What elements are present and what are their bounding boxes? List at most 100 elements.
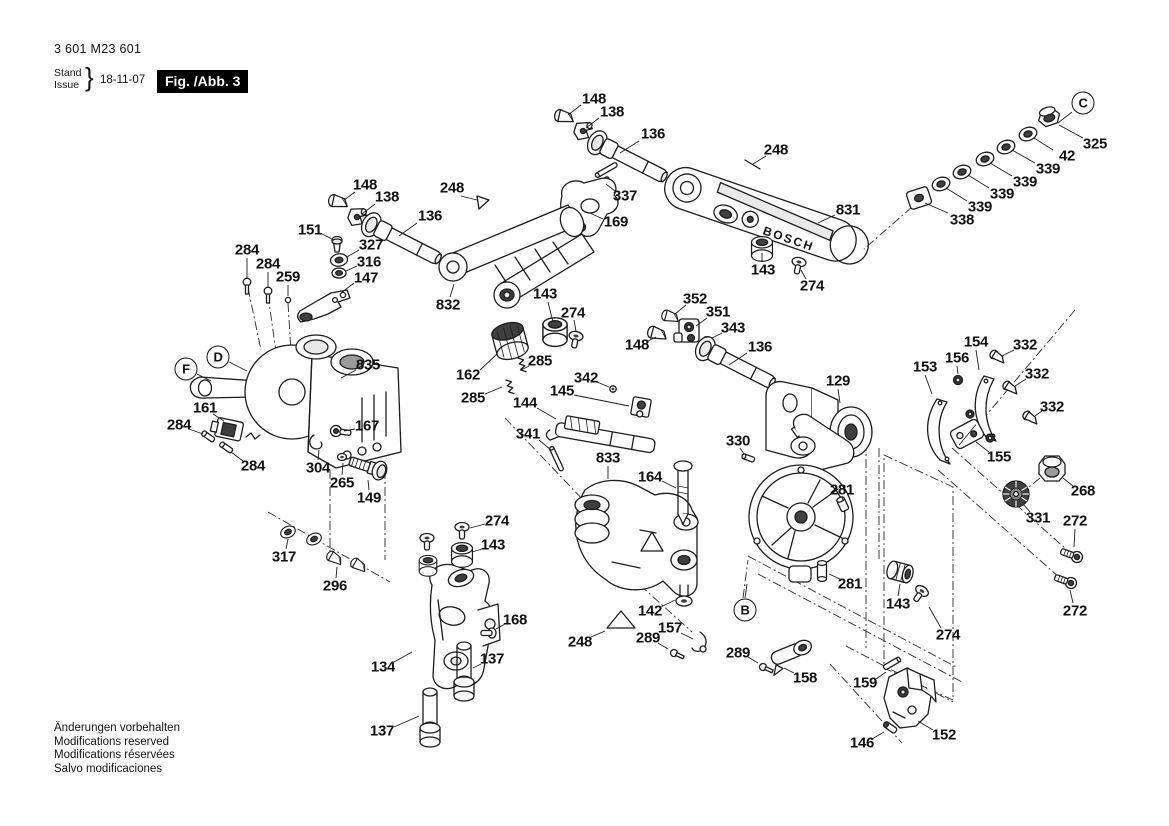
callout-304: 304: [305, 459, 331, 477]
footer-notices: Änderungen vorbehalten Modifications res…: [54, 722, 180, 776]
callout-339: 339: [1035, 160, 1061, 178]
callout-248: 248: [439, 179, 465, 197]
callout-248: 248: [763, 141, 789, 159]
callout-835: 835: [355, 356, 381, 374]
part-153-segment: [926, 398, 951, 465]
callout-142: 142: [637, 602, 663, 620]
part-341-pin: [548, 445, 564, 472]
part-nuts-small: [965, 409, 995, 443]
callout-145: 145: [549, 382, 575, 400]
callout-284: 284: [166, 416, 192, 434]
callout-831: 831: [835, 201, 861, 219]
callout-338: 338: [949, 211, 975, 229]
part-162-coupling: [491, 321, 529, 361]
part-164-bolt: [673, 460, 693, 525]
callout-148: 148: [352, 176, 378, 194]
part-151-screw: [331, 235, 343, 253]
callout-169: 169: [603, 213, 629, 231]
part-268-nut: [1038, 455, 1066, 482]
part-149-bolt: [348, 456, 388, 481]
callout-272: 272: [1062, 512, 1088, 530]
notice-es: Salvo modificaciones: [54, 762, 163, 775]
callout-143: 143: [750, 261, 776, 279]
part-147-bracket: [297, 289, 351, 323]
stand-issue-label: Stand Issue: [54, 67, 81, 91]
callout-148: 148: [624, 336, 650, 354]
callout-832: 832: [435, 296, 461, 314]
part-143-roller: [886, 560, 914, 584]
part-154-segment: [974, 375, 997, 442]
callout-C: C: [1071, 91, 1095, 115]
callout-341: 341: [515, 425, 541, 443]
callout-339: 339: [1012, 173, 1038, 191]
callout-259: 259: [275, 268, 301, 286]
callout-268: 268: [1070, 482, 1096, 500]
issue-date: 18-11-07: [100, 74, 146, 86]
part-351-clamp: [673, 318, 700, 343]
part-331-knob: [1002, 480, 1030, 508]
document-part-number: 3 601 M23 601: [54, 42, 142, 56]
part-142-screw: [675, 584, 693, 607]
callout-339: 339: [989, 185, 1015, 203]
callout-138: 138: [374, 188, 400, 206]
callout-316: 316: [356, 253, 382, 271]
callout-342: 342: [573, 369, 599, 387]
callout-153: 153: [912, 358, 938, 376]
callout-296: 296: [322, 577, 348, 595]
part-325-nut: [1037, 106, 1061, 128]
callout-332: 332: [1024, 365, 1050, 383]
callout-129: 129: [825, 372, 851, 390]
part-265-washer: [336, 452, 348, 462]
tick-248: [744, 159, 761, 170]
part-turntable-body: [748, 413, 855, 583]
notice-de: Änderungen vorbehalten: [54, 722, 180, 734]
callout-289: 289: [635, 629, 661, 647]
callout-154: 154: [963, 333, 989, 351]
callout-351: 351: [705, 303, 731, 321]
callout-134: 134: [370, 658, 396, 676]
part-167-screw: [329, 424, 352, 438]
warning-triangle-icon: [476, 195, 490, 210]
callout-833: 833: [595, 449, 621, 467]
notice-en: Modifications reserved: [54, 735, 170, 748]
part-155-plate: [949, 418, 985, 450]
part-835-housing: [189, 334, 402, 469]
callout-155: 155: [986, 448, 1012, 466]
callout-289: 289: [725, 644, 751, 662]
callout-B: B: [733, 598, 757, 622]
callout-D: D: [206, 345, 230, 369]
callout-274: 274: [935, 626, 961, 644]
part-146-screw: [882, 721, 898, 734]
callout-274: 274: [560, 304, 586, 322]
notice-fr: Modifications réservées: [54, 749, 175, 761]
brace-glyph: }: [85, 62, 94, 92]
callout-343: 343: [720, 319, 746, 337]
callout-F: F: [174, 357, 198, 381]
callout-136: 136: [747, 338, 773, 356]
callout-352: 352: [682, 290, 708, 308]
callout-325: 325: [1082, 135, 1108, 153]
callout-151: 151: [297, 221, 323, 239]
callout-137: 137: [369, 722, 395, 740]
part-330-pin: [741, 453, 756, 463]
callout-281: 281: [829, 481, 855, 499]
callout-331: 331: [1025, 509, 1051, 527]
callout-136: 136: [640, 125, 666, 143]
callout-136: 136: [417, 207, 443, 225]
part-316-nut: [331, 267, 347, 279]
callout-248: 248: [567, 633, 593, 651]
callout-146: 146: [849, 734, 875, 752]
warning-triangle-icon: [606, 610, 636, 629]
part-281-nut-upper: [836, 496, 850, 513]
callout-42: 42: [1058, 147, 1076, 165]
part-157-clip: [691, 631, 707, 653]
callout-284: 284: [234, 241, 260, 259]
callout-332: 332: [1012, 336, 1038, 354]
callout-157: 157: [657, 619, 683, 637]
callout-156: 156: [944, 349, 970, 367]
callout-147: 147: [353, 269, 379, 287]
callout-143: 143: [885, 595, 911, 613]
part-159-pin: [882, 656, 902, 671]
